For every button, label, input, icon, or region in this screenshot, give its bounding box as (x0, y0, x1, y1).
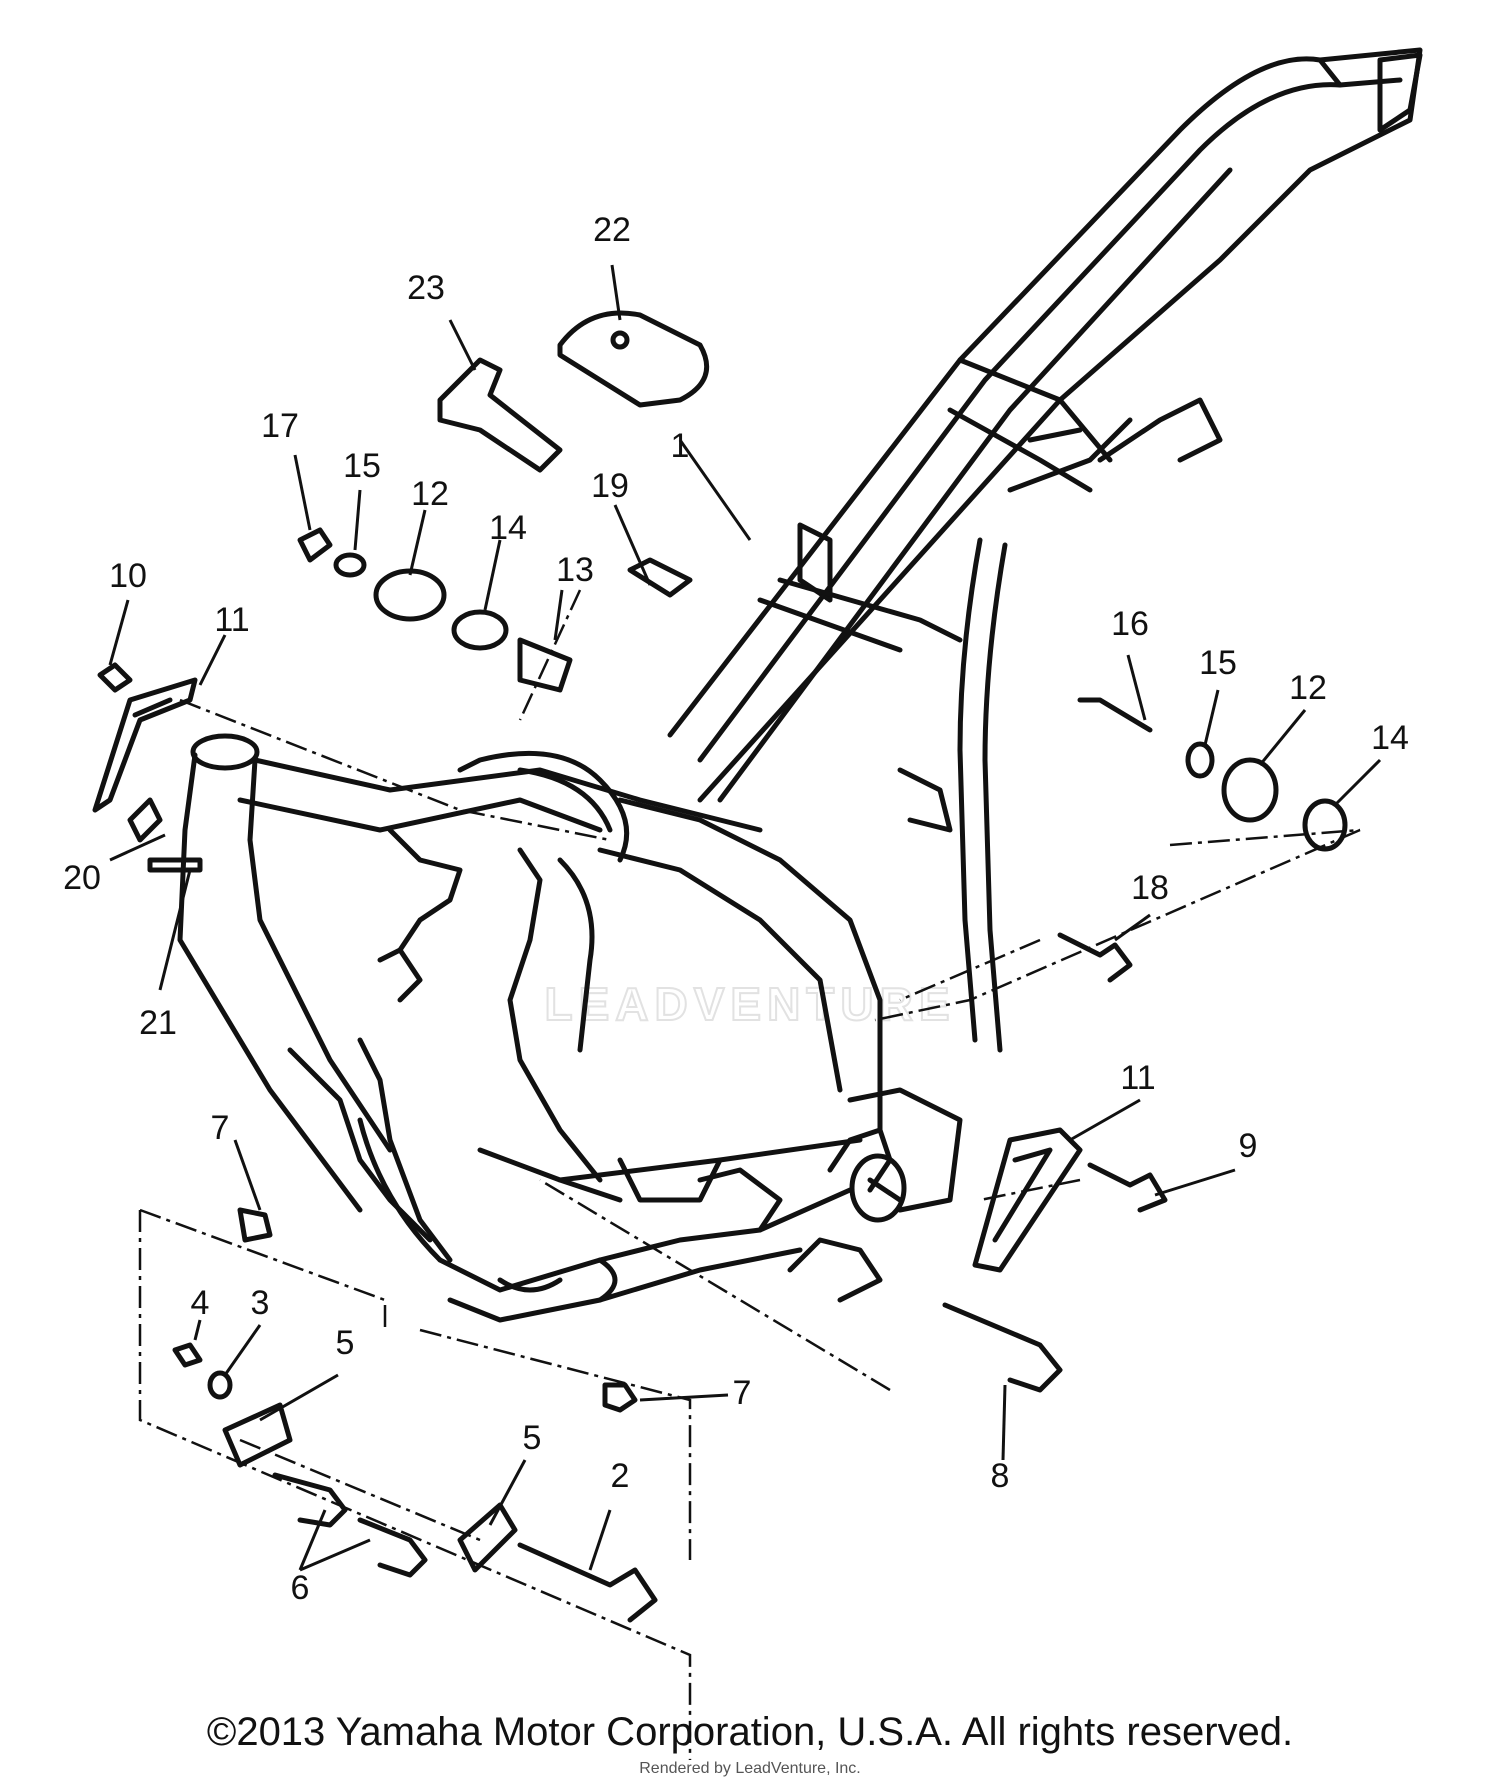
label-7b: 7 (733, 1374, 752, 1412)
label-14b: 14 (1371, 719, 1409, 757)
copyright-notice: ©2013 Yamaha Motor Corporation, U.S.A. A… (206, 1710, 1294, 1754)
label-6: 6 (291, 1569, 310, 1607)
engine-plate-right (457, 1502, 518, 1573)
label-1: 1 (671, 427, 690, 465)
leader-lines (108, 264, 1382, 1572)
label-5a: 5 (336, 1324, 355, 1362)
rear-subframe (667, 47, 1423, 803)
label-14a: 14 (489, 509, 527, 547)
label-22: 22 (593, 211, 631, 249)
chain-cover-22 (557, 310, 710, 408)
engine-plate-left (222, 1402, 293, 1468)
label-20: 20 (63, 859, 101, 897)
label-19: 19 (591, 467, 629, 505)
label-9: 9 (1239, 1127, 1258, 1165)
label-8: 8 (991, 1457, 1010, 1495)
label-12b: 12 (1289, 669, 1327, 707)
watermark: LEADVENTURE (544, 978, 955, 1030)
label-15a: 15 (343, 447, 381, 485)
engine-bracket-lower (972, 1127, 1083, 1273)
label-17: 17 (261, 407, 299, 445)
swingarm-pivot-area (847, 1087, 963, 1223)
label-21: 21 (139, 1004, 177, 1042)
engine-bracket-upper (92, 677, 198, 813)
label-15b: 15 (1199, 644, 1237, 682)
label-10: 10 (109, 557, 147, 595)
front-downtube-cradle (287, 1037, 903, 1323)
label-7a: 7 (211, 1109, 230, 1147)
bracket-23 (437, 357, 563, 473)
label-11a: 11 (214, 601, 249, 639)
label-4: 4 (191, 1284, 210, 1322)
label-18: 18 (1131, 869, 1169, 907)
part-labels: 1 2 3 4 5 5 6 7 7 8 9 10 11 11 12 12 13 … (63, 211, 1409, 1607)
label-16: 16 (1111, 605, 1149, 643)
label-12a: 12 (411, 475, 449, 513)
main-frame-spar (177, 733, 883, 1213)
assembly-lines (138, 589, 1361, 1760)
label-13: 13 (556, 551, 594, 589)
label-3: 3 (251, 1284, 270, 1322)
rear-downtube (897, 417, 1133, 1053)
fasteners (97, 527, 1348, 1623)
rendered-by-credit: Rendered by LeadVenture, Inc. (639, 1760, 861, 1777)
label-5b: 5 (523, 1419, 542, 1457)
label-11b: 11 (1120, 1059, 1155, 1097)
label-23: 23 (407, 269, 445, 307)
label-2: 2 (611, 1457, 630, 1495)
